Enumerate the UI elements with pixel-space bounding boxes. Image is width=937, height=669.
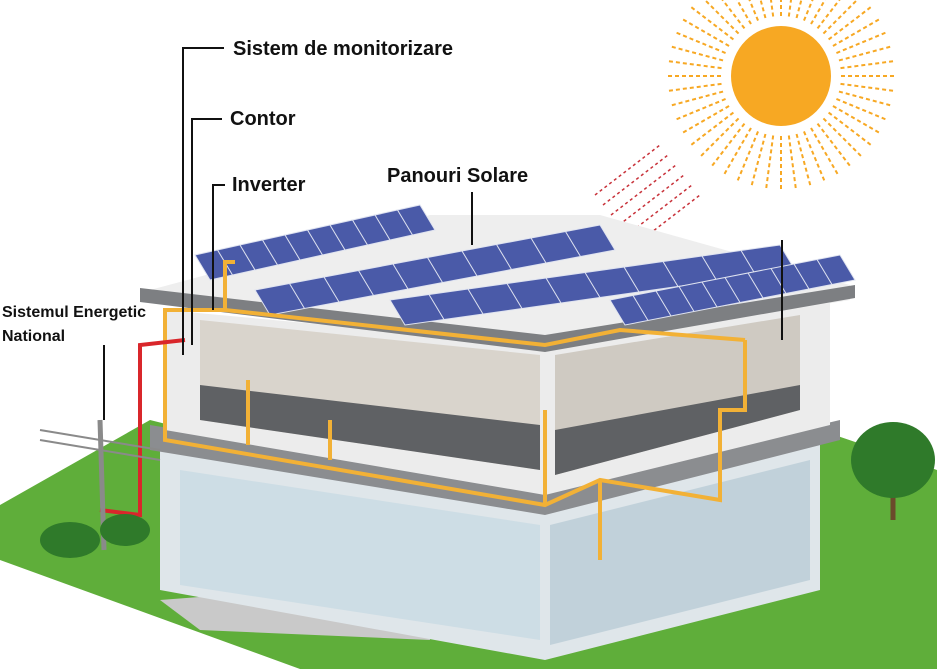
sun-ray (816, 122, 852, 168)
panel-divider (428, 294, 445, 320)
panel-divider (262, 239, 278, 266)
sun-ray (827, 111, 873, 147)
sun-ray (703, 0, 740, 35)
sun-ray (680, 105, 730, 135)
panel-divider (506, 283, 523, 309)
sun-ray (832, 105, 882, 135)
panel-divider (655, 290, 672, 317)
sun-icon (666, 0, 896, 191)
panel-divider (584, 272, 601, 298)
sun-ray (710, 122, 746, 168)
sun-ray (748, 0, 759, 21)
panel-divider (289, 283, 305, 309)
panel-divider (307, 229, 323, 256)
panel-divider (530, 237, 547, 264)
sun-ray (803, 0, 814, 21)
sun-ray (669, 45, 724, 62)
bushes (40, 514, 150, 558)
sun-ray (795, 0, 803, 19)
panel-divider (662, 261, 679, 287)
sun-ray (735, 0, 752, 25)
ground-floor-glass (180, 470, 540, 640)
sun-ray (838, 90, 893, 107)
panel-divider (352, 219, 368, 246)
tree (851, 422, 935, 520)
sun-ray (759, 0, 767, 19)
sun-ray (674, 98, 726, 121)
sun-ray (689, 5, 735, 41)
label-monitoring-system: Sistem de monitorizare (233, 38, 454, 60)
grid-cable (99, 338, 186, 518)
sun-ray (822, 0, 859, 35)
sun-ray (827, 5, 873, 41)
panel-divider (623, 266, 640, 293)
panel-divider (793, 263, 810, 290)
sun-ray (836, 31, 888, 54)
panel-divider (284, 234, 301, 261)
panel-divider (701, 281, 718, 308)
panel-divider (397, 209, 413, 236)
sun-ray (769, 0, 775, 17)
floor-dark (200, 385, 540, 470)
sun-ray (666, 82, 722, 93)
sun-ray (810, 127, 840, 177)
sun-ray (750, 133, 767, 188)
sun-ray (836, 98, 888, 121)
panel-divider (770, 268, 787, 294)
panel-divider (545, 277, 562, 304)
panel-divider (747, 272, 764, 299)
panel-divider (740, 250, 757, 276)
panel-divider (724, 277, 741, 303)
sun-ray (840, 59, 896, 70)
panel-divider (392, 263, 409, 290)
sun-ray (838, 45, 893, 62)
panel-divider (816, 259, 833, 285)
sun-ray (698, 117, 740, 159)
panel-divider (701, 255, 718, 282)
sun-ray (666, 59, 722, 70)
sun-ray (764, 135, 775, 191)
label-inverter: Inverter (232, 174, 306, 196)
label-meter: Contor (230, 108, 296, 130)
sun-ray (669, 90, 724, 107)
sun-ray (689, 111, 735, 147)
panel-divider (239, 244, 256, 271)
ground-floor-glass-right (550, 460, 810, 645)
panel-divider (427, 257, 443, 283)
panel-divider (678, 286, 695, 312)
panel-divider (496, 244, 512, 270)
label-solar-panels: Panouri Solare (387, 165, 529, 187)
solar-panels (194, 204, 856, 326)
sun-ray (721, 0, 746, 30)
sun-ray (787, 0, 793, 17)
panel-divider (323, 276, 340, 303)
sun-ray (736, 131, 759, 183)
sun-ray (810, 0, 827, 25)
power-cables (163, 260, 747, 560)
sun-ray (795, 133, 812, 188)
panel-divider (329, 224, 346, 251)
panel-divider (632, 295, 649, 321)
label-national-grid-line2: National (2, 328, 66, 345)
panel-divider (358, 270, 374, 296)
sun-ray (680, 17, 730, 47)
floor-dark-right (555, 385, 800, 475)
leader-lines (103, 47, 783, 420)
sun-ray (816, 0, 841, 30)
sun-ray (803, 131, 826, 183)
panel-divider (467, 288, 484, 315)
panel-divider (374, 214, 391, 241)
panel-divider (565, 231, 581, 257)
sun-ray (832, 17, 882, 47)
sun-ray (722, 127, 752, 177)
sun-ray (674, 31, 726, 54)
sun-ray (787, 135, 798, 191)
sun-ray (840, 82, 896, 93)
sun-ray (822, 117, 864, 159)
label-national-grid-line1: Sistemul Energetic (2, 304, 147, 321)
panel-divider (461, 250, 478, 277)
